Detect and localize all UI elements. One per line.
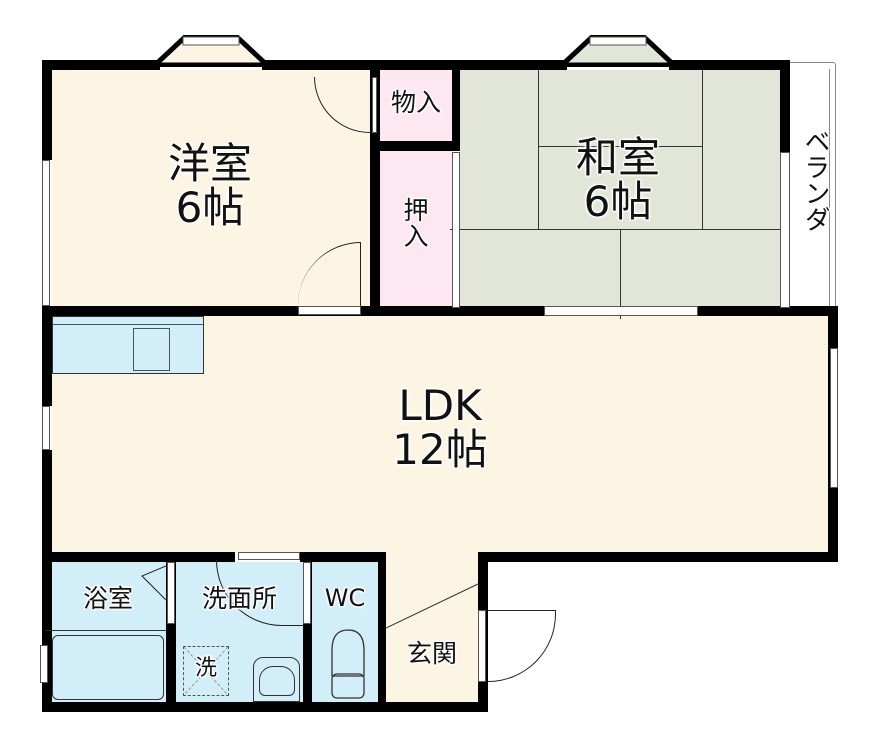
bathtub: [52, 635, 164, 700]
wall-ldk-bottom-left: [42, 552, 235, 562]
ldk-name: LDK: [398, 381, 482, 430]
window-japanese-bottom: [544, 306, 698, 316]
storage-label: 物入: [390, 88, 441, 117]
tatami-line: [620, 229, 621, 319]
washer-space: [183, 646, 229, 696]
veranda-inner-line: [829, 69, 830, 312]
washer-label: 洗: [194, 656, 217, 681]
bath-divider: [46, 630, 166, 631]
japanese-room-name: 和室: [575, 133, 660, 182]
wc-room: [312, 562, 378, 702]
door-entrance-leaf: [478, 610, 486, 682]
bath-door-mark: [140, 564, 167, 604]
window-ldk-right: [830, 348, 838, 488]
counter-edge: [53, 324, 203, 325]
wall-storage-bottom: [370, 141, 460, 151]
western-room-name: 洋室: [167, 139, 252, 188]
tatami-line: [538, 70, 539, 230]
closet-label: 押 入: [380, 196, 452, 252]
wall-bath-right: [166, 552, 176, 712]
bay-window-western: [148, 34, 274, 68]
kitchen-counter: [52, 316, 204, 374]
western-room-label: 洋室 6帖: [140, 139, 280, 233]
door-storage-leaf: [372, 77, 377, 133]
closet-label-line1: 押: [403, 196, 429, 225]
bath-label: 浴室: [82, 584, 133, 613]
window-western-left: [42, 160, 50, 306]
wall-top-mid: [262, 60, 567, 70]
wall-left-mid: [42, 306, 52, 406]
door-entrance-swing[interactable]: [488, 610, 556, 682]
window-ldk-left: [42, 406, 50, 450]
wall-wash-right: [303, 552, 312, 712]
ldk-label: LDK 12帖: [370, 381, 510, 475]
toilet: [328, 628, 368, 700]
wall-ldk-bottom-right: [478, 552, 838, 562]
wall-japanese-right: [780, 60, 790, 152]
door-wc-leaf: [303, 562, 311, 624]
wash-basin: [253, 657, 300, 702]
washroom-label: 洗面所: [201, 584, 277, 613]
closet-label-line2: 入: [403, 222, 429, 252]
bath-room: [46, 562, 166, 702]
wall-storage-right: [452, 60, 460, 150]
wall-left-upper: [42, 60, 52, 160]
western-room-size: 6帖: [175, 183, 245, 233]
japanese-room-label: 和室 6帖: [548, 133, 688, 227]
tatami-line: [702, 70, 703, 230]
window-veranda: [780, 152, 790, 308]
wall-left-lower: [42, 450, 52, 710]
wall-top-right: [669, 60, 790, 70]
ldk-size: 12帖: [392, 425, 488, 475]
wall-western-right: [370, 60, 380, 316]
wall-middle-horizontal: [42, 306, 838, 316]
wall-top-left: [42, 60, 160, 70]
bay-window-japanese: [555, 34, 681, 68]
window-bath-left: [40, 645, 48, 683]
entrance-step-line: [385, 580, 480, 630]
window-closet-right: [452, 152, 460, 308]
wall-ldk-bottom-mid: [300, 552, 386, 562]
closet-room: [380, 151, 452, 308]
wc-label: WC: [324, 584, 366, 612]
wall-bottom: [42, 702, 488, 712]
japanese-room-size: 6帖: [583, 177, 653, 227]
entrance-label: 玄関: [406, 639, 457, 668]
tatami-line: [538, 146, 702, 147]
entrance-room: [386, 552, 478, 702]
kitchen-sink: [133, 328, 170, 371]
door-bath-leaf: [167, 562, 175, 624]
basin-bowl: [259, 666, 295, 696]
veranda-label: ベランダ: [800, 128, 830, 232]
storage-room: [380, 70, 452, 141]
door-western-leaf: [298, 306, 361, 315]
wall-wc-right: [378, 552, 386, 712]
window-wash-top: [238, 552, 300, 560]
